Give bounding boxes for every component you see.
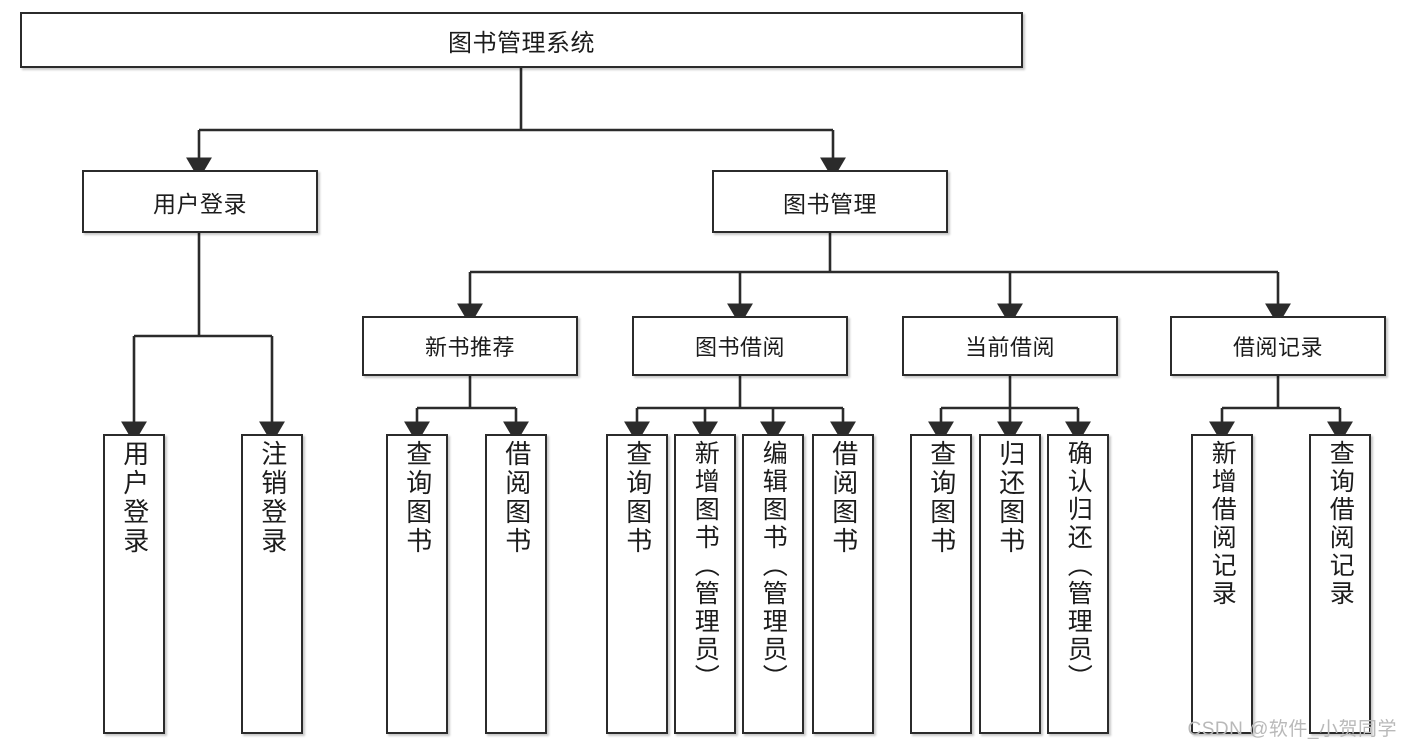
leaf-user-login-signin-label: 用户登录: [119, 440, 150, 556]
leaf-current-return-book[interactable]: 归还图书: [979, 434, 1041, 734]
node-book-management[interactable]: 图书管理: [712, 170, 948, 233]
node-user-login[interactable]: 用户登录: [82, 170, 318, 233]
leaf-new-book-query-label: 查询图书: [402, 440, 433, 556]
node-new-book-recommend[interactable]: 新书推荐: [362, 316, 578, 376]
leaf-current-confirm-return-admin-label: 确认归还（管理员）: [1064, 440, 1093, 692]
node-root-system[interactable]: 图书管理系统: [20, 12, 1023, 68]
leaf-borrow-query-book[interactable]: 查询图书: [606, 434, 668, 734]
leaf-record-add-record-label: 新增借阅记录: [1208, 440, 1237, 608]
leaf-borrow-add-book-admin[interactable]: 新增图书（管理员）: [674, 434, 736, 734]
leaf-new-book-borrow-label: 借阅图书: [501, 440, 532, 556]
node-current-borrow-label: 当前借阅: [964, 335, 1055, 360]
leaf-user-login-signin[interactable]: 用户登录: [103, 434, 165, 734]
leaf-borrow-edit-book-admin[interactable]: 编辑图书（管理员）: [742, 434, 804, 734]
leaf-current-query-book[interactable]: 查询图书: [910, 434, 972, 734]
leaf-record-query-record-label: 查询借阅记录: [1326, 440, 1355, 608]
leaf-user-login-signout-label: 注销登录: [257, 440, 288, 556]
leaf-borrow-borrow-book-label: 借阅图书: [828, 440, 859, 556]
node-borrow-record[interactable]: 借阅记录: [1170, 316, 1386, 376]
node-new-book-recommend-label: 新书推荐: [424, 335, 515, 360]
node-book-borrow[interactable]: 图书借阅: [632, 316, 848, 376]
node-book-management-label: 图书管理: [783, 190, 877, 217]
leaf-current-confirm-return-admin[interactable]: 确认归还（管理员）: [1047, 434, 1109, 734]
leaf-record-add-record[interactable]: 新增借阅记录: [1191, 434, 1253, 734]
node-current-borrow[interactable]: 当前借阅: [902, 316, 1118, 376]
leaf-current-return-book-label: 归还图书: [995, 440, 1026, 556]
leaf-record-query-record[interactable]: 查询借阅记录: [1309, 434, 1371, 734]
leaf-borrow-query-book-label: 查询图书: [622, 440, 653, 556]
leaf-new-book-query[interactable]: 查询图书: [386, 434, 448, 734]
leaf-borrow-edit-book-admin-label: 编辑图书（管理员）: [759, 440, 788, 692]
node-root-system-label: 图书管理系统: [448, 29, 595, 57]
node-book-borrow-label: 图书借阅: [694, 335, 785, 360]
node-borrow-record-label: 借阅记录: [1232, 335, 1323, 360]
leaf-user-login-signout[interactable]: 注销登录: [241, 434, 303, 734]
leaf-borrow-borrow-book[interactable]: 借阅图书: [812, 434, 874, 734]
leaf-new-book-borrow[interactable]: 借阅图书: [485, 434, 547, 734]
leaf-current-query-book-label: 查询图书: [926, 440, 957, 556]
leaf-borrow-add-book-admin-label: 新增图书（管理员）: [691, 440, 720, 692]
node-user-login-label: 用户登录: [153, 190, 247, 217]
